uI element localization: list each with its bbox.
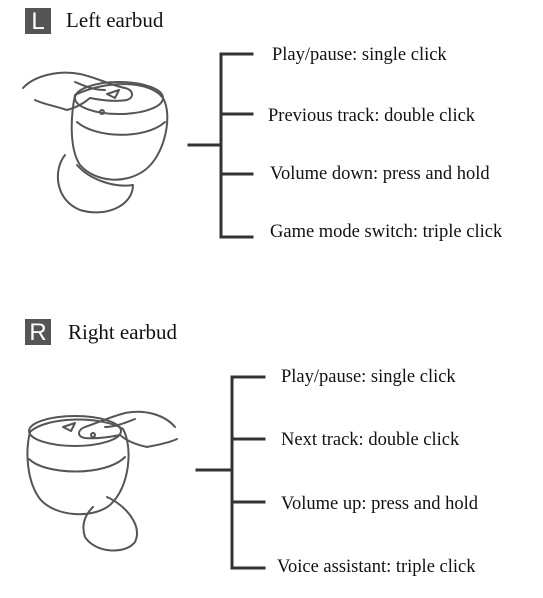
left-actions-bracket <box>187 52 254 239</box>
left-action-1: Play/pause: single click <box>272 45 447 65</box>
right-action-1: Play/pause: single click <box>281 367 456 387</box>
right-earbud-touch-illustration <box>26 410 178 552</box>
right-actions-bracket <box>195 375 266 570</box>
right-action-3: Volume up: press and hold <box>281 494 478 514</box>
right-badge: R <box>25 319 51 346</box>
right-action-2: Next track: double click <box>281 430 460 450</box>
left-action-4: Game mode switch: triple click <box>270 222 503 242</box>
right-earbud-section: R Right earbud <box>0 305 543 598</box>
left-earbud-touch-illustration <box>22 71 169 214</box>
left-earbud-title: Left earbud <box>66 8 164 32</box>
right-earbud-title: Right earbud <box>68 320 178 344</box>
left-action-3: Volume down: press and hold <box>270 164 490 184</box>
left-action-2: Previous track: double click <box>268 106 476 126</box>
right-action-4: Voice assistant: triple click <box>277 557 476 577</box>
left-badge: L <box>25 8 51 35</box>
left-earbud-section: L Left earbud <box>22 8 503 242</box>
